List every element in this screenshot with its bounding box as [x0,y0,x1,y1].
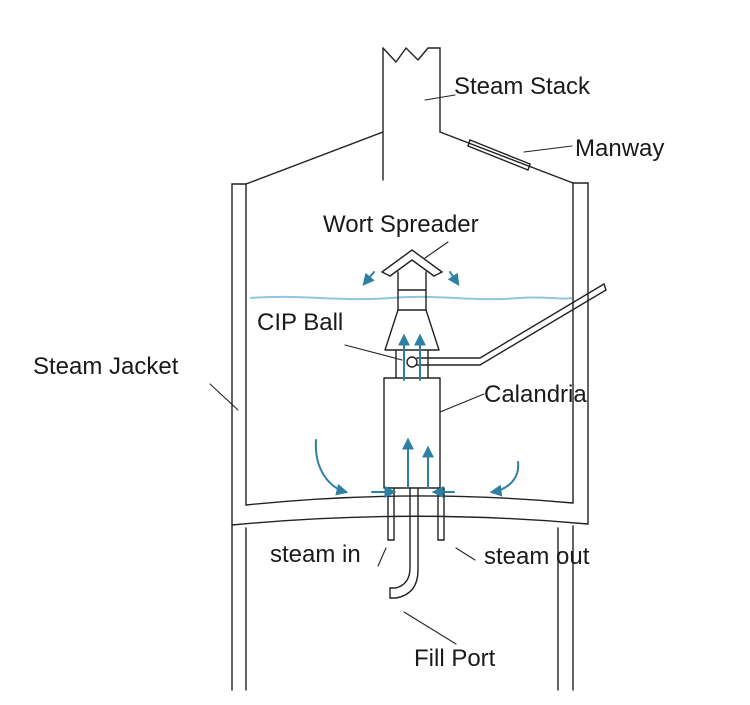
kettle-legs [231,524,574,691]
steam-stack [382,47,441,181]
calandria [383,377,441,489]
label-wort-spreader: Wort Spreader [323,211,479,238]
label-steam-out: steam out [484,543,590,570]
label-steam-stack: Steam Stack [454,73,591,100]
label-steam-jacket: Steam Jacket [33,353,179,380]
riser-pipe [384,289,440,379]
wort-level-line [249,295,573,301]
label-cip-ball: CIP Ball [257,309,343,336]
leader-lines [209,94,573,645]
label-manway: Manway [575,135,664,162]
fill-port-pipe [389,487,419,599]
flow-arrows [314,271,520,498]
manway [467,139,531,171]
label-calandria: Calandria [484,381,587,408]
wort-spreader [381,249,443,291]
cip-assembly [406,283,607,368]
label-steam-in: steam in [270,541,361,568]
steam-jacket [231,182,589,526]
kettle-roof [231,131,589,185]
label-fill-port: Fill Port [414,645,496,672]
